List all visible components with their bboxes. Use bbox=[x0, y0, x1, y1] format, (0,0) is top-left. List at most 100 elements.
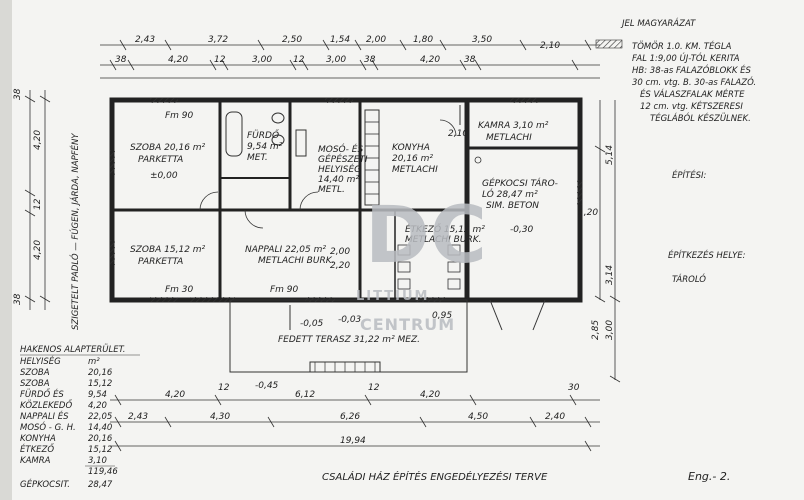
legend-hatch-swatch bbox=[595, 39, 623, 49]
legend-line-2: HB: 38-as FALAZÓBLOKK ÉS bbox=[632, 64, 751, 76]
misc-10: Fm 90 bbox=[165, 111, 194, 121]
room-furdo-name: FÜRDŐ bbox=[247, 130, 279, 141]
right-label-1: ÉPÍTÉSI: bbox=[672, 169, 706, 181]
dim-bot1-2: 6,12 bbox=[295, 390, 315, 400]
paper-edge-shadow bbox=[0, 0, 12, 500]
room-szoba1-name: SZOBA 20,16 m² bbox=[130, 143, 206, 153]
misc-12: Fm 90 bbox=[270, 285, 299, 295]
room-furdo-area: 9,54 m² bbox=[247, 142, 283, 152]
footer-caption: CSALÁDI HÁZ ÉPÍTÉS ENGEDÉLYEZÉSI TERVE bbox=[322, 470, 548, 483]
legend-line-4: ÉS VÁLASZFALAK MÉRTE bbox=[640, 88, 745, 100]
misc-9: 2,00 bbox=[330, 247, 350, 257]
dim-bot2-3: 4,50 bbox=[468, 412, 488, 422]
dim-top2-6: 38 bbox=[364, 55, 376, 65]
dim-bot1-5: 30 bbox=[568, 383, 580, 393]
dim-left-1: 4,20 bbox=[33, 130, 43, 150]
area-table: HAKENOS ALAPTERÜLET. HELYISÉG m² SZOBA 2… bbox=[20, 344, 140, 490]
watermark-monogram: DC bbox=[365, 191, 487, 281]
dim-top1-2: 2,50 bbox=[282, 35, 302, 45]
top-dimension-texts-2: 38 4,20 12 3,00 12 3,00 38 4,20 38 bbox=[115, 55, 476, 65]
misc-4: -0,45 bbox=[255, 381, 279, 391]
area-row-1-value: 20,16 bbox=[88, 368, 113, 378]
dim-bot2-0: 2,43 bbox=[128, 412, 148, 422]
left-vertical-label: SZIGETELT PADLÓ — FÚGEN, JÁRDA, NAPFÉNY bbox=[69, 133, 81, 330]
dim-top1-1: 3,72 bbox=[208, 35, 228, 45]
area-row-0-value: m² bbox=[88, 357, 100, 367]
dim-bot1-4: 4,20 bbox=[420, 390, 440, 400]
room-labels: SZOBA 20,16 m² PARKETTA FÜRDŐ 9,54 m² ME… bbox=[130, 121, 558, 345]
dim-top1-3: 1,54 bbox=[330, 35, 350, 45]
top-dimension-texts-1: 2,43 3,72 2,50 1,54 2,00 1,80 3,50 2,10 bbox=[135, 35, 560, 51]
dim-bot2-4: 2,40 bbox=[545, 412, 565, 422]
room-szoba2-floor: PARKETTA bbox=[138, 257, 183, 267]
room-szoba2-name: SZOBA 15,12 m² bbox=[130, 245, 206, 255]
area-row-5-name: NAPPALI ÉS bbox=[20, 410, 69, 422]
area-row-11-value: 28,47 bbox=[88, 480, 113, 490]
legend-line-1: FAL 1:9,00 ÚJ-TÓL KERITA bbox=[632, 52, 740, 64]
area-row-3-value: 9,54 bbox=[88, 390, 107, 400]
misc-5: -0,05 bbox=[300, 319, 324, 329]
room-mosdo-name: MOSÓ- ÉS bbox=[318, 143, 363, 155]
area-row-8-value: 15,12 bbox=[88, 445, 112, 455]
room-mosdo-floor: METL. bbox=[318, 185, 345, 195]
area-row-6-name: MOSÓ - G. H. bbox=[20, 421, 76, 433]
area-row-2-name: SZOBA bbox=[20, 379, 50, 389]
room-szoba1-floor: PARKETTA bbox=[138, 155, 183, 165]
dim-right-0: 5,14 bbox=[605, 145, 615, 165]
footer-sheet-number: Eng.- 2. bbox=[688, 470, 730, 483]
watermark-line-1: LITTIUM bbox=[356, 289, 429, 304]
dim-total: 19,94 bbox=[340, 436, 366, 446]
room-garazs-name: GÉPKOCSI TÁRO- bbox=[482, 177, 558, 189]
misc-6: -0,03 bbox=[338, 315, 362, 325]
dim-right-1: 3,14 bbox=[605, 265, 615, 285]
area-row-8-name: ÉTKEZŐ bbox=[20, 443, 54, 455]
misc-0: 1,20 bbox=[578, 208, 598, 218]
dim-top2-0: 38 bbox=[115, 55, 127, 65]
room-mosdo-area: 14,40 m² bbox=[318, 175, 359, 185]
building-walls bbox=[109, 97, 583, 373]
legend-line-3: 30 cm. vtg. B. 30-as FALAZÓ. bbox=[632, 76, 756, 88]
misc-7: 2,10 bbox=[448, 129, 468, 139]
room-mosdo-name3: HELYISÉG bbox=[318, 163, 361, 175]
area-row-11-name: GÉPKOCSIT. bbox=[20, 478, 70, 490]
room-konyha-name: KONYHA bbox=[392, 143, 430, 153]
room-konyha-floor: METLACHI bbox=[392, 165, 438, 175]
area-row-9-value: 3,10 bbox=[88, 456, 107, 466]
misc-2: -0,30 bbox=[510, 225, 534, 235]
watermark-line-2: CENTRUM bbox=[360, 315, 455, 334]
area-table-header: HAKENOS ALAPTERÜLET. bbox=[20, 344, 125, 355]
dim-bot2-1: 4,30 bbox=[210, 412, 230, 422]
dim-bot2-2: 6,26 bbox=[340, 412, 360, 422]
dim-left-2: 12 bbox=[33, 198, 43, 210]
dim-right-2: 2,85 bbox=[591, 320, 601, 340]
right-label-2: ÉPÍTKEZÉS HELYE: bbox=[668, 249, 746, 261]
misc-1: 0,95 bbox=[432, 311, 452, 321]
dim-left-0: 38 bbox=[13, 88, 23, 100]
misc-3: ±0,00 bbox=[150, 171, 178, 181]
top-dimension-lines bbox=[100, 39, 600, 79]
right-dimension-texts: 5,14 3,14 2,85 3,00 bbox=[591, 145, 615, 340]
area-row-7-value: 20,16 bbox=[88, 434, 113, 444]
legend-header: JEL MAGYARÁZAT bbox=[620, 17, 696, 29]
area-row-9-name: KAMRA bbox=[20, 456, 51, 466]
misc-8: 2,20 bbox=[330, 261, 350, 271]
room-kamra-floor: METLACHI bbox=[486, 133, 532, 143]
room-kamra-name: KAMRA 3,10 m² bbox=[478, 121, 549, 131]
area-row-4-value: 4,20 bbox=[88, 401, 107, 411]
room-etkezo-name: ÉTKEZŐ 15,12 m² bbox=[405, 223, 485, 235]
legend: JEL MAGYARÁZAT TÖMÖR 1.0. KM. TÉGLA FAL … bbox=[595, 17, 756, 124]
area-row-7-name: KONYHA bbox=[20, 434, 56, 444]
dim-top2-4: 12 bbox=[293, 55, 305, 65]
dim-top2-5: 3,00 bbox=[326, 55, 346, 65]
dim-left-3: 4,20 bbox=[33, 240, 43, 260]
dim-bot1-0: 4,20 bbox=[165, 390, 185, 400]
area-row-0-name: HELYISÉG bbox=[20, 355, 61, 367]
area-row-5-value: 22,05 bbox=[88, 412, 112, 422]
room-nappali-floor: METLACHI BURK. bbox=[258, 256, 334, 266]
bottom-dimension-lines bbox=[110, 394, 600, 452]
area-row-6-value: 14,40 bbox=[88, 423, 112, 433]
legend-line-6: TÉGLÁBÓL KÉSZÜLNEK. bbox=[650, 112, 751, 124]
room-etkezo-floor: METLACHI BURK. bbox=[405, 235, 481, 245]
